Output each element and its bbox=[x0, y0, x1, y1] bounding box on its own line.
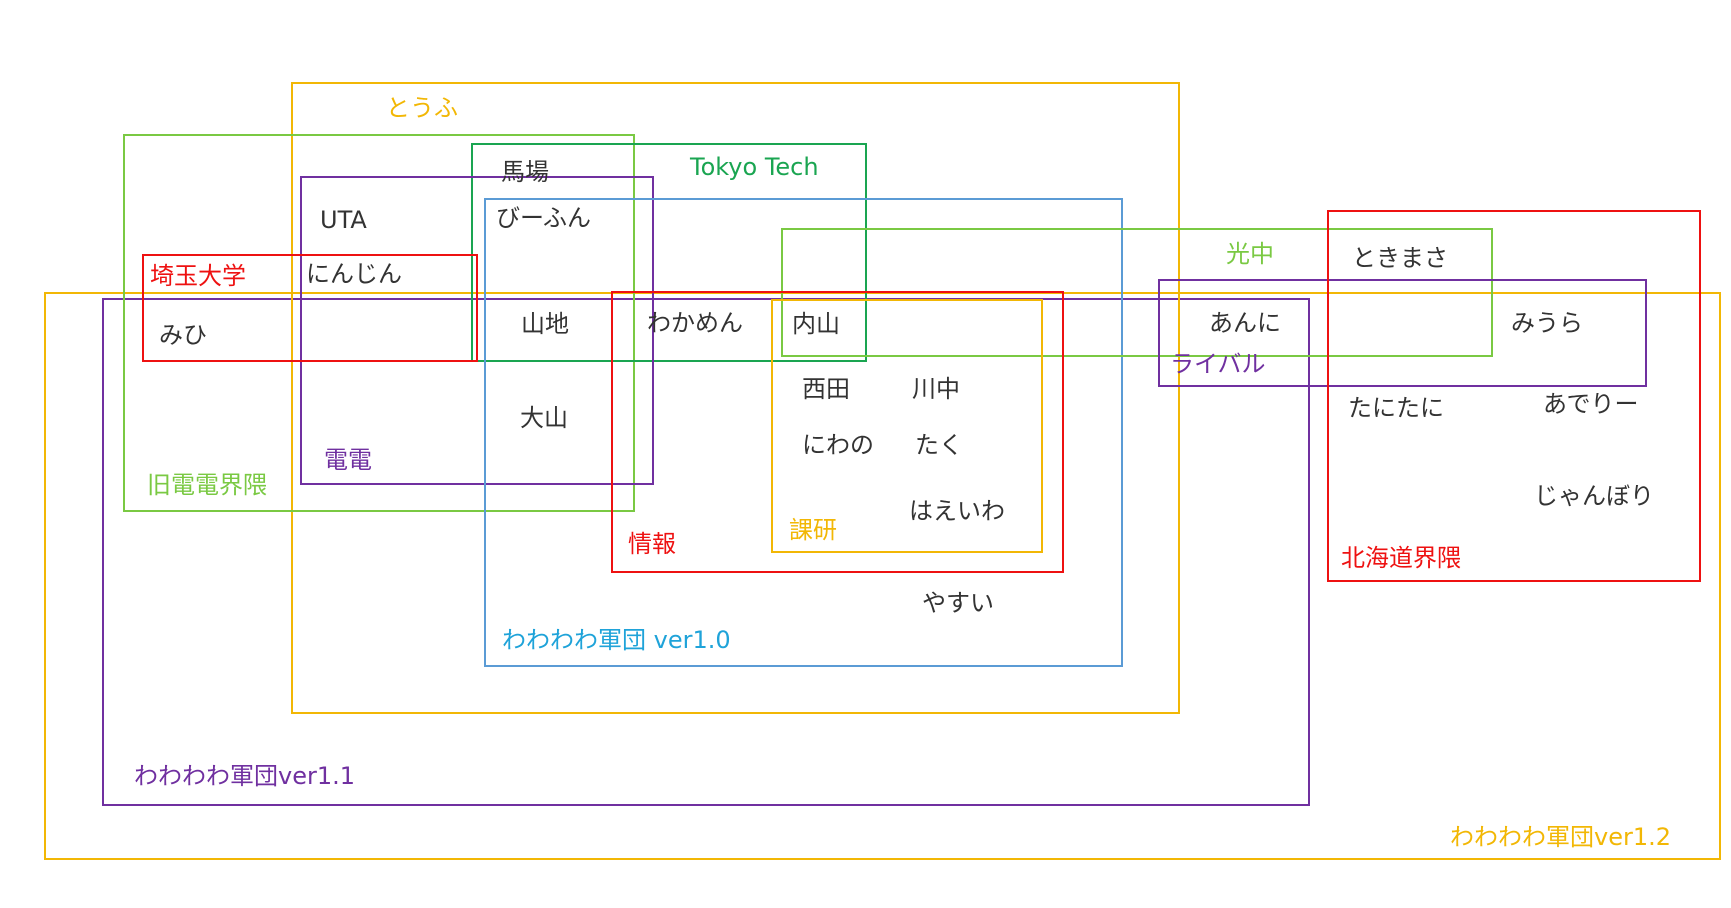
member-anni: あんに bbox=[1209, 309, 1281, 337]
member-tokimasa: ときまさ bbox=[1352, 244, 1448, 272]
group-box-denden bbox=[300, 176, 654, 485]
member-nishida: 西田 bbox=[802, 375, 850, 403]
group-label-johou: 情報 bbox=[628, 530, 676, 558]
group-label-kaken: 課研 bbox=[789, 516, 837, 544]
group-box-toufu bbox=[291, 82, 1180, 714]
member-miura: みうら bbox=[1511, 309, 1583, 337]
group-label-saitama: 埼玉大学 bbox=[150, 262, 246, 290]
member-biifun: びーふん bbox=[496, 204, 592, 232]
member-niwano: にわの bbox=[802, 431, 874, 459]
member-haeiwa: はえいわ bbox=[909, 497, 1005, 525]
member-ninjin: にんじん bbox=[306, 260, 402, 288]
group-label-ver1-2: わわわわ軍団ver1.2 bbox=[1450, 823, 1672, 851]
group-label-kyuden: 旧電電界隈 bbox=[147, 471, 267, 499]
group-label-tokyotech: Tokyo Tech bbox=[690, 153, 819, 181]
group-box-rival bbox=[1158, 279, 1647, 387]
member-baba: 馬場 bbox=[501, 158, 549, 186]
group-box-ver1-1 bbox=[102, 298, 1310, 806]
group-box-johou bbox=[611, 291, 1064, 573]
member-tanitani: たにたに bbox=[1348, 394, 1444, 422]
member-janbori: じゃんぼり bbox=[1534, 482, 1654, 510]
group-label-ver1-1: わわわわ軍団ver1.1 bbox=[134, 762, 356, 790]
group-label-hokkaido: 北海道界隈 bbox=[1341, 544, 1461, 572]
member-yamaji: 山地 bbox=[521, 310, 569, 338]
group-box-hokkaido bbox=[1327, 210, 1701, 582]
group-box-kaken bbox=[771, 299, 1043, 553]
group-box-kyuden bbox=[123, 134, 635, 512]
group-label-ver1-0: わわわわ軍団 ver1.0 bbox=[502, 626, 731, 654]
group-label-rival: ライバル bbox=[1170, 350, 1266, 378]
member-uchiyama: 内山 bbox=[792, 310, 840, 338]
member-kawanaka: 川中 bbox=[912, 375, 960, 403]
group-label-kouchu: 光中 bbox=[1226, 240, 1274, 268]
group-box-ver1-0 bbox=[484, 198, 1123, 667]
member-uta: UTA bbox=[320, 206, 367, 234]
member-mihi: みひ bbox=[159, 321, 207, 349]
member-ooyama: 大山 bbox=[520, 404, 568, 432]
group-label-denden: 電電 bbox=[324, 446, 372, 474]
member-aderii: あでりー bbox=[1543, 390, 1639, 418]
group-label-toufu: とうふ bbox=[386, 94, 458, 122]
group-box-saitama bbox=[142, 254, 478, 362]
group-box-tokyotech bbox=[471, 143, 867, 362]
member-wakamen: わかめん bbox=[647, 309, 743, 337]
group-box-ver1-2 bbox=[44, 292, 1721, 860]
member-yasui: やすい bbox=[922, 589, 994, 617]
member-taku: たく bbox=[915, 431, 963, 459]
